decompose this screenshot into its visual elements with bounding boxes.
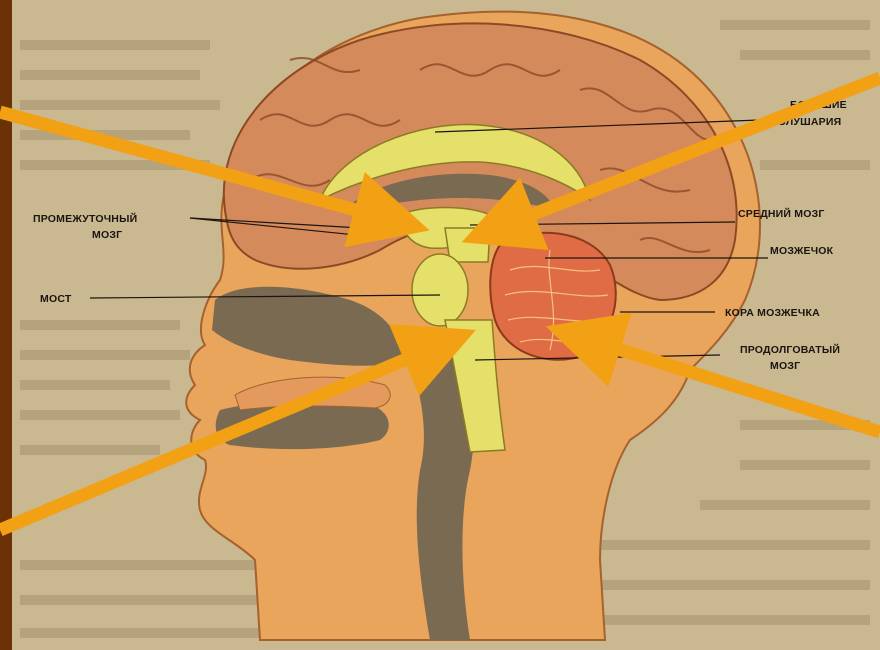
label-pons: МОСТ: [40, 293, 72, 305]
label-medulla-line2: МОЗГ: [770, 360, 800, 372]
label-medulla-line1: ПРОДОЛГОВАТЫЙ: [740, 343, 840, 356]
label-diencephalon-line2: МОЗГ: [92, 229, 122, 241]
label-diencephalon-line1: ПРОМЕЖУТОЧНЫЙ: [33, 212, 137, 225]
label-cerebellum: МОЗЖЕЧОК: [770, 245, 834, 257]
pons: [412, 254, 468, 326]
label-midbrain: СРЕДНИЙ МОЗГ: [738, 207, 825, 220]
label-cerebellar-cortex: КОРА МОЗЖЕЧКА: [725, 307, 820, 319]
